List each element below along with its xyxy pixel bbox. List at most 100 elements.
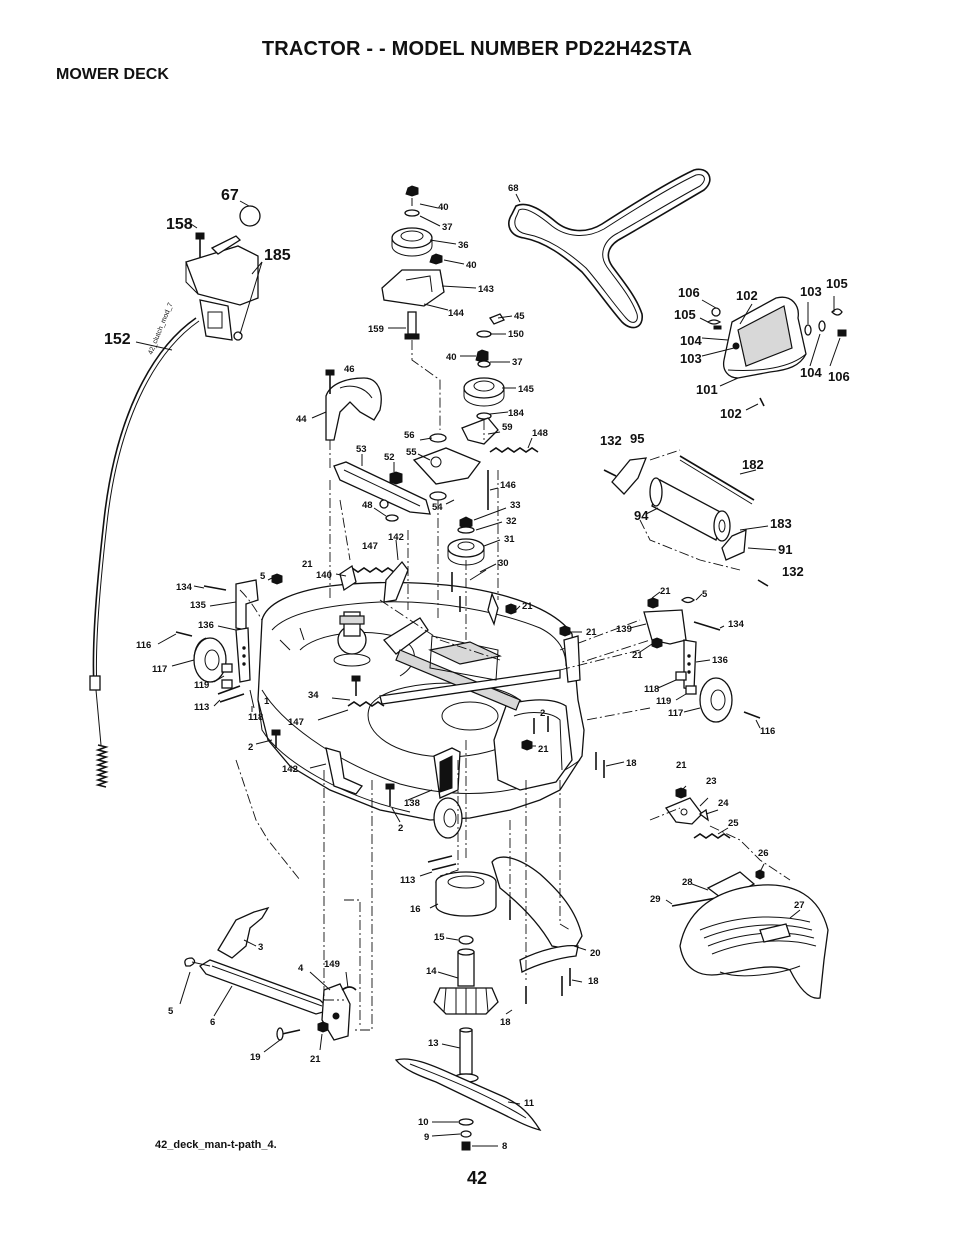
pin-149 xyxy=(341,986,357,991)
callout-134a: 134 xyxy=(176,582,193,593)
nut-26 xyxy=(755,869,765,880)
pin-24 xyxy=(698,808,709,822)
callout-21c: 21 xyxy=(586,627,597,638)
left-belt-shield xyxy=(311,369,431,522)
deck-linkage-left xyxy=(317,539,409,721)
mower-deck-shell xyxy=(257,581,585,821)
callout-2c: 2 xyxy=(398,823,403,834)
callout-184: 184 xyxy=(508,408,525,419)
callout-21e: 21 xyxy=(632,650,643,661)
callout-142b: 142 xyxy=(282,764,298,775)
gauge-wheel-117a xyxy=(193,637,227,683)
callout-106b: 106 xyxy=(828,369,850,384)
callout-142a: 142 xyxy=(388,532,404,543)
bolt-134b xyxy=(693,621,721,631)
callout-91: 91 xyxy=(778,542,792,557)
callout-21a: 21 xyxy=(302,559,313,570)
callout-152: 152 xyxy=(104,331,131,348)
bolt-116b xyxy=(743,711,761,719)
callout-11: 11 xyxy=(524,1098,535,1109)
right-gauge-wheel-assembly xyxy=(559,591,761,729)
belt-shield-44 xyxy=(325,377,382,441)
roller-bracket-95 xyxy=(611,457,648,495)
callout-2a: 2 xyxy=(248,742,253,753)
roller-shaft-182 xyxy=(679,455,755,501)
bracket-59 xyxy=(461,417,499,445)
callout-3: 3 xyxy=(258,942,263,953)
callout-113b: 113 xyxy=(400,875,415,886)
upper-idler-assembly xyxy=(381,185,477,340)
callout-146: 146 xyxy=(500,480,516,491)
washer-48 xyxy=(385,514,399,522)
callout-55: 55 xyxy=(406,447,417,458)
washer-56 xyxy=(429,433,447,443)
callout-117b: 117 xyxy=(668,708,683,719)
callout-94: 94 xyxy=(634,508,649,523)
center-idler-bracket xyxy=(412,417,539,573)
discharge-chute-assembly xyxy=(649,785,829,999)
washer-10 xyxy=(458,1118,474,1126)
callout-5c: 5 xyxy=(168,1006,174,1017)
spring-147b xyxy=(347,701,385,707)
chute-27 xyxy=(679,884,829,999)
callout-145: 145 xyxy=(518,384,535,395)
washer-37 xyxy=(404,209,420,217)
callout-5b: 5 xyxy=(702,589,708,600)
callout-116a: 116 xyxy=(136,640,151,651)
nut-21h xyxy=(317,1021,329,1033)
callout-labels: 67 158 185 152 40 37 36 40 143 144 159 4… xyxy=(104,183,850,1152)
chute-bracket-23 xyxy=(664,797,703,825)
callout-27: 27 xyxy=(794,900,805,911)
callout-118a: 118 xyxy=(248,712,263,723)
nut-33 xyxy=(459,516,473,530)
callout-59: 59 xyxy=(502,422,513,433)
spindle-assembly xyxy=(394,871,542,1151)
nut-52 xyxy=(389,471,403,485)
callout-19: 19 xyxy=(250,1052,261,1063)
callout-140: 140 xyxy=(316,570,332,581)
callout-54: 54 xyxy=(432,502,443,513)
bolt-113b xyxy=(427,855,453,863)
nut-40c xyxy=(475,349,489,363)
callout-113a: 113 xyxy=(194,702,209,713)
rod-29 xyxy=(671,897,717,907)
drive-belt-68 xyxy=(508,168,711,329)
callout-34: 34 xyxy=(308,690,319,701)
blade-11 xyxy=(394,1058,542,1132)
callout-24: 24 xyxy=(718,798,729,809)
callout-21h: 21 xyxy=(310,1054,321,1065)
spacer-118b xyxy=(675,671,687,681)
bracket-142a xyxy=(383,560,409,603)
callout-20: 20 xyxy=(590,948,601,959)
spring-25 xyxy=(693,833,731,839)
callout-53: 53 xyxy=(356,444,367,455)
callout-26: 26 xyxy=(758,848,769,859)
spacer-54 xyxy=(429,491,447,501)
callout-23: 23 xyxy=(706,776,717,787)
callout-132a: 132 xyxy=(600,433,622,448)
lift-arm-4 xyxy=(321,983,351,1041)
callout-37b: 37 xyxy=(512,357,523,368)
callout-149: 149 xyxy=(324,959,340,970)
clutch-lever-assembly xyxy=(185,200,263,341)
callout-104b: 104 xyxy=(800,365,822,380)
callout-40b: 40 xyxy=(466,260,477,271)
callout-138: 138 xyxy=(404,798,420,809)
bolt-8 xyxy=(461,1141,471,1151)
washer-150 xyxy=(476,330,492,338)
bolt-116a xyxy=(175,631,193,637)
callout-119b: 119 xyxy=(656,696,671,707)
callout-132b: 132 xyxy=(782,564,804,579)
callout-9: 9 xyxy=(424,1132,429,1143)
lift-linkage xyxy=(179,906,357,1053)
callout-95: 95 xyxy=(630,431,644,446)
callout-36: 36 xyxy=(458,240,469,251)
callout-105a: 105 xyxy=(674,307,696,322)
callout-119a: 119 xyxy=(194,680,209,691)
pin-45 xyxy=(489,313,505,325)
callout-2b: 2 xyxy=(540,708,545,719)
callout-28: 28 xyxy=(682,877,693,888)
callout-13: 13 xyxy=(428,1038,439,1049)
callout-136a: 136 xyxy=(198,620,214,631)
